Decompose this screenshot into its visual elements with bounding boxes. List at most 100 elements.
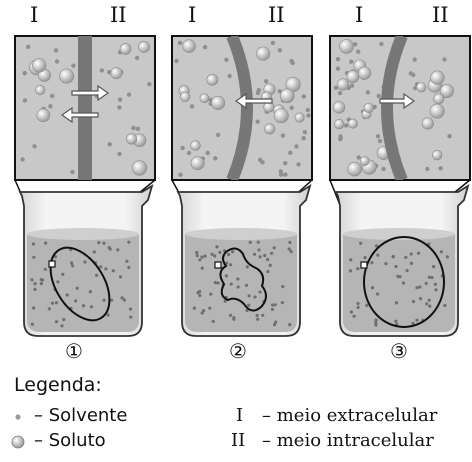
solvent-particle	[442, 57, 446, 61]
liquid-particle	[231, 250, 234, 253]
liquid-particle	[30, 278, 33, 281]
liquid-particle	[288, 247, 291, 250]
solute-particle	[256, 47, 269, 60]
solvent-particle	[26, 45, 30, 49]
liquid-particle	[410, 262, 413, 265]
solvent-particle	[296, 162, 300, 166]
liquid-particle	[230, 283, 233, 286]
liquid-particle	[258, 290, 261, 293]
liquid-particle	[229, 263, 232, 266]
liquid-particle	[290, 250, 293, 253]
liquid-particle	[428, 305, 431, 308]
solute-particle	[32, 59, 46, 73]
solvent-particle	[32, 144, 36, 148]
solute-particle	[191, 141, 201, 151]
liquid-particle	[204, 255, 207, 258]
liquid-particle	[212, 320, 215, 323]
liquid-particle	[394, 320, 397, 323]
solvent-particle	[283, 161, 287, 165]
liquid-particle	[365, 304, 368, 307]
solvent-particle	[260, 160, 264, 164]
liquid-particle	[376, 292, 379, 295]
panel-1-zoom	[15, 36, 155, 180]
liquid-particle	[121, 296, 124, 299]
liquid-particle	[215, 245, 218, 248]
solute-particle	[339, 39, 353, 53]
column-label-II-2: II	[268, 3, 285, 27]
solvent-particle	[290, 61, 294, 65]
liquid-particle	[446, 255, 449, 258]
liquid-particle	[196, 291, 199, 294]
solvent-particle	[306, 113, 310, 117]
solute-particle	[211, 96, 224, 109]
liquid-particle	[208, 307, 211, 310]
solvent-particle	[336, 57, 340, 61]
solvent-particle	[377, 94, 381, 98]
solvent-particle	[379, 42, 383, 46]
liquid-particle	[202, 309, 205, 312]
liquid-particle	[257, 241, 260, 244]
liquid-particle	[195, 251, 198, 254]
liquid-particle	[261, 314, 264, 317]
liquid-particle	[82, 304, 85, 307]
solvent-particle	[425, 167, 429, 171]
solvent-particle	[255, 120, 259, 124]
liquid-particle	[218, 251, 221, 254]
liquid-particle	[394, 265, 397, 268]
solute-particle	[111, 67, 122, 78]
solvent-particle	[411, 73, 415, 77]
liquid-particle	[125, 260, 128, 263]
solute-particle	[138, 41, 149, 52]
liquid-particle	[201, 267, 204, 270]
solvent-particle	[278, 48, 282, 52]
solvent-particle	[71, 63, 75, 67]
liquid-particle	[412, 300, 415, 303]
solute-particle	[183, 40, 196, 53]
solvent-particle	[290, 106, 294, 110]
liquid-particle	[116, 248, 119, 251]
solvent-particle	[376, 134, 380, 138]
liquid-particle	[74, 299, 77, 302]
liquid-particle	[432, 265, 435, 268]
solvent-particle	[294, 144, 298, 148]
liquid-particle	[102, 242, 105, 245]
liquid-particle	[392, 255, 395, 258]
column-label-I-3: I	[355, 3, 363, 27]
solvent-particle	[271, 41, 275, 45]
beaker-3	[336, 186, 468, 336]
liquid-particle	[269, 264, 272, 267]
liquid-particle	[396, 275, 399, 278]
solvent-particle	[356, 50, 360, 54]
solute-particle	[191, 157, 204, 170]
liquid-particle	[217, 281, 220, 284]
solvent-particle	[54, 48, 58, 52]
solute-particle	[200, 94, 209, 103]
solvent-particle	[350, 83, 354, 87]
solvent-particle	[447, 134, 451, 138]
solute-particle	[280, 89, 294, 103]
solvent-particle	[50, 94, 54, 98]
liquid-particle	[288, 323, 291, 326]
liquid-particle	[281, 301, 284, 304]
legend-extracellular: I– meio extracelular	[236, 405, 437, 426]
liquid-particle	[193, 307, 196, 310]
liquid-particle	[66, 293, 69, 296]
solvent-particle	[117, 152, 121, 156]
solvent-particle	[281, 133, 285, 137]
liquid-particle	[253, 253, 256, 256]
solute-particle	[295, 113, 305, 123]
liquid-particle	[95, 274, 98, 277]
solute-particle	[416, 82, 426, 92]
liquid-particle	[404, 256, 407, 259]
liquid-particle	[425, 302, 428, 305]
solvent-particle	[174, 59, 178, 63]
liquid-particle	[274, 303, 277, 306]
solvent-particle	[283, 172, 287, 176]
solvent-particle	[20, 157, 24, 161]
solute-particle	[431, 71, 445, 85]
solvent-particle	[438, 166, 442, 170]
solute-particle	[265, 124, 275, 134]
solute-particle	[120, 44, 131, 55]
liquid-particle	[273, 246, 276, 249]
solvent-particle	[288, 151, 292, 155]
